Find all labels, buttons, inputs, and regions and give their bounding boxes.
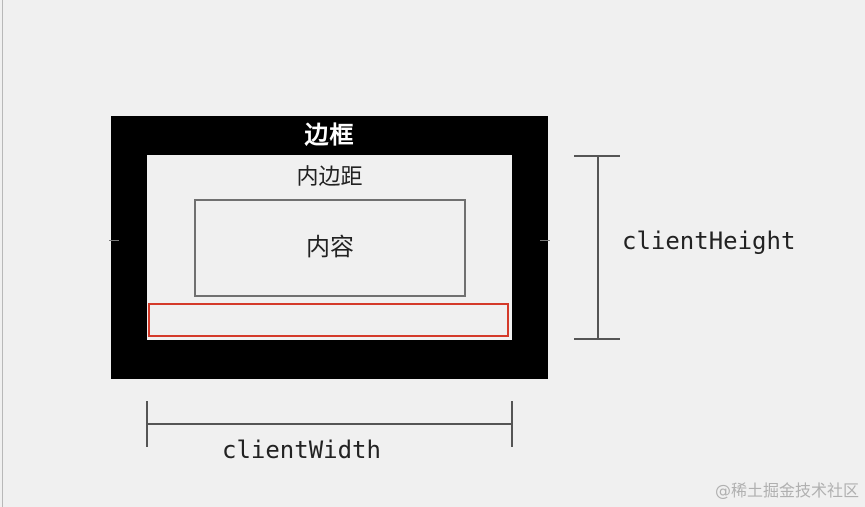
left-edge-line [2, 0, 3, 507]
client-height-dimension-line [597, 156, 599, 339]
client-width-label: clientWidth [222, 436, 381, 464]
content-box [194, 199, 466, 297]
padding-label: 内边距 [296, 165, 363, 190]
client-height-cap-bottom [574, 338, 620, 340]
client-width-cap-left [146, 401, 148, 447]
client-height-label: clientHeight [622, 227, 796, 255]
client-width-dimension-line [147, 423, 513, 425]
border-tick-right [540, 240, 550, 241]
content-label: 内容 [306, 233, 354, 261]
client-height-cap-top [574, 155, 620, 157]
border-tick-left [109, 240, 119, 241]
scrollbar-area-highlight [148, 303, 509, 337]
client-width-cap-right [511, 401, 513, 447]
watermark: @稀土掘金技术社区 [714, 481, 859, 500]
border-label: 边框 [304, 121, 355, 149]
